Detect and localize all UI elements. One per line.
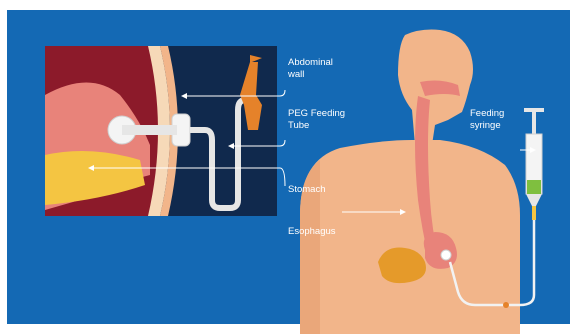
esophagus-label: Esophagus — [288, 226, 336, 237]
tube-segment — [122, 125, 177, 135]
cross-section-inset — [45, 46, 277, 216]
peg-site — [441, 250, 451, 260]
line-clamp — [503, 302, 509, 308]
stomach-label: Stomach — [288, 184, 326, 195]
